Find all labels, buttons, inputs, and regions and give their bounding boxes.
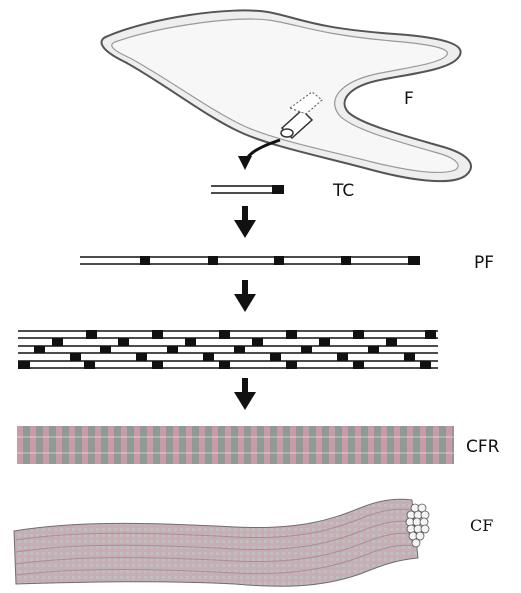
collagen-fiber-bundle <box>14 499 429 586</box>
banded-collagen-fibril <box>17 426 454 464</box>
down-arrow-1 <box>234 206 256 238</box>
down-arrow-2 <box>234 280 256 312</box>
collagen-fiber-label: CF <box>470 516 493 535</box>
tropocollagen-label: TC <box>332 181 354 201</box>
procollagen-fibril-label: PF <box>474 253 494 273</box>
staggered-array <box>18 330 438 369</box>
linear-fibril <box>80 256 420 265</box>
down-arrow-3 <box>234 378 256 410</box>
tropocollagen-molecule <box>211 185 284 194</box>
fibroblast-label: F <box>404 89 414 109</box>
collagen-fibril-label: CFR <box>466 437 500 457</box>
fibroblast-cell: F <box>101 10 471 181</box>
